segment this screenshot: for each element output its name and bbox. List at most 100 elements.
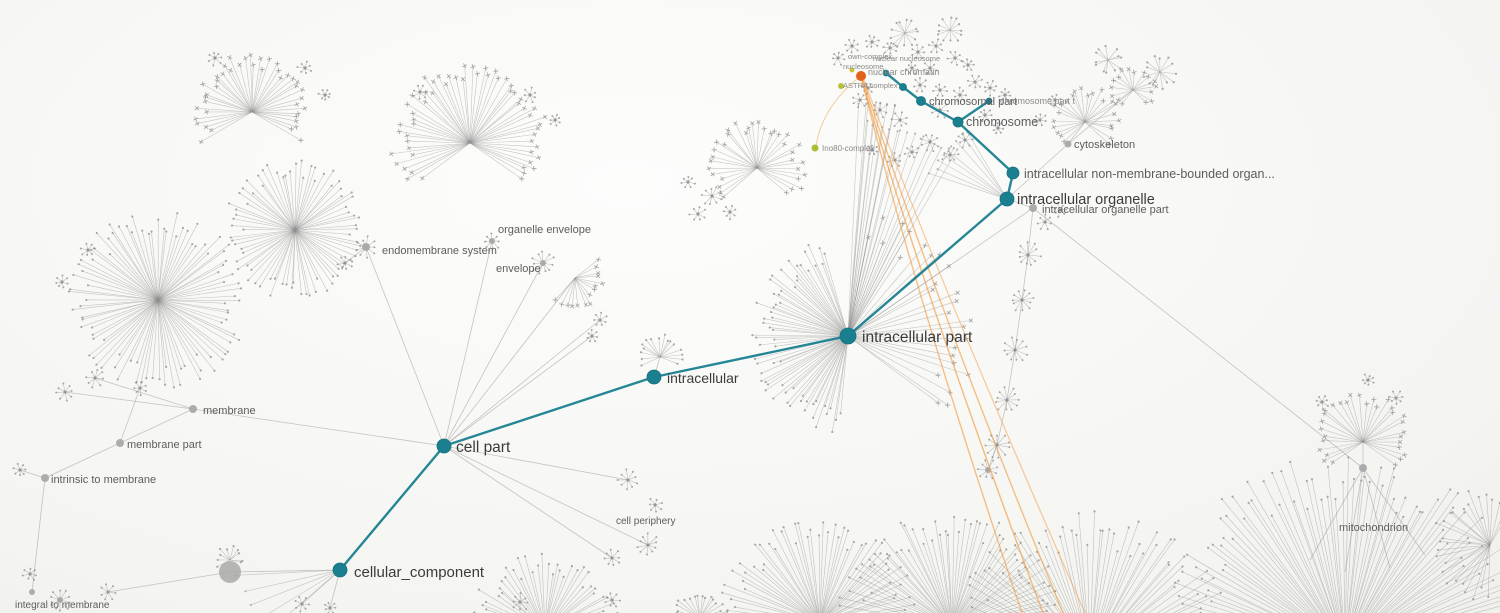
- graph-label-membrane-part[interactable]: membrane part: [127, 439, 202, 451]
- term-cluster: [1003, 336, 1029, 362]
- ino80-complex-node[interactable]: [811, 144, 819, 152]
- graph-node-gray[interactable]: [116, 439, 124, 447]
- graph-label-cellular-component[interactable]: cellular_component: [354, 564, 485, 581]
- fan-cluster: [639, 333, 684, 367]
- graph-label-astra-complex[interactable]: ASTRA complex: [843, 81, 898, 90]
- graph-node-ico[interactable]: [999, 191, 1015, 207]
- term-cluster: [1034, 113, 1047, 127]
- graph-label-cytoskeleton[interactable]: cytoskeleton: [1074, 139, 1135, 151]
- term-cluster: [722, 204, 737, 221]
- graph-label-integral-to-membrane[interactable]: integral to membrane: [15, 600, 110, 611]
- term-cluster: [890, 111, 908, 127]
- term-cluster: [831, 51, 846, 66]
- graph-label-organelle-envelope[interactable]: organelle envelope: [498, 224, 591, 236]
- graph-label-endomembrane-system[interactable]: endomembrane system: [382, 245, 497, 257]
- term-cluster: [100, 583, 117, 601]
- graph-label-chromosome-part-t[interactable]: chromosome part t: [1000, 96, 1076, 106]
- term-cluster: [549, 113, 561, 127]
- graph-node-chrp2[interactable]: [985, 97, 993, 105]
- astra-complex-node[interactable]: [838, 83, 844, 89]
- graph-label-mitochondrion[interactable]: mitochondrion: [1339, 522, 1408, 534]
- graph-label-cell-part[interactable]: cell part: [456, 439, 511, 456]
- graph-node-ic[interactable]: [646, 369, 662, 385]
- graph-label-chromosome[interactable]: chromosome: [966, 115, 1038, 129]
- graph-node-n1[interactable]: [899, 83, 907, 91]
- graph-node-icnmb[interactable]: [1006, 166, 1020, 180]
- graph-node-chrp[interactable]: [916, 96, 926, 106]
- graph-label-envelope[interactable]: envelope: [496, 263, 541, 275]
- graph-node-gray[interactable]: [540, 260, 546, 266]
- fan-cluster: [1435, 490, 1500, 601]
- term-cluster: [593, 311, 608, 326]
- graph-node-gray[interactable]: [29, 589, 35, 595]
- graph-node-cc[interactable]: [332, 562, 348, 578]
- graph-node-gray[interactable]: [362, 243, 370, 251]
- graph-node-gray[interactable]: [41, 474, 49, 482]
- fan-cluster: [1108, 66, 1159, 107]
- term-cluster: [207, 51, 223, 67]
- graph-label-intracellular-non-membrane-bounded-organ[interactable]: intracellular non-membrane-bounded organ…: [1024, 167, 1275, 181]
- term-cluster: [927, 38, 944, 54]
- graph-label-ino80-complex[interactable]: Ino80-complex: [822, 144, 874, 153]
- graph-node-icp[interactable]: [839, 327, 857, 345]
- graph-label-cell-periphery[interactable]: cell periphery: [616, 516, 675, 527]
- term-cluster: [604, 592, 622, 608]
- graph-label-membrane[interactable]: membrane: [203, 405, 256, 417]
- graph-node-gray[interactable]: [189, 405, 197, 413]
- background-fans-layer: [67, 16, 1500, 613]
- graph-node-n2[interactable]: [882, 69, 890, 77]
- graph-node-gray[interactable]: [1064, 140, 1072, 148]
- graph-label-intracellular[interactable]: intracellular: [667, 370, 739, 386]
- nucleosome-node-orange[interactable]: [856, 71, 866, 81]
- small-yellow-node[interactable]: [849, 67, 855, 73]
- term-cluster: [586, 328, 599, 343]
- term-cluster: [984, 434, 1011, 459]
- path-edge-icnmb-chr: [957, 121, 1014, 174]
- graph-label-nuclear-nucleosome[interactable]: nuclear nucleosome: [873, 54, 940, 63]
- term-cluster: [882, 42, 898, 55]
- graph-label-intracellular-organelle[interactable]: intracellular organelle: [1017, 192, 1155, 208]
- orange-edges-layer: [815, 78, 1086, 613]
- fan-cluster: [1173, 456, 1500, 613]
- graph-label-nuclear-chromatin[interactable]: nuclear chromatin: [868, 67, 940, 77]
- path-edge-ic-icp: [653, 334, 849, 379]
- graph-node-gray[interactable]: [1029, 204, 1037, 212]
- graph-label-nucleosome[interactable]: nucleosome: [843, 62, 883, 71]
- highlight-path-edges-layer: [339, 72, 1015, 571]
- graph-node-cp[interactable]: [436, 438, 452, 454]
- term-cluster: [55, 382, 73, 402]
- term-cluster: [998, 87, 1012, 102]
- graph-label-own-complex[interactable]: own-complex: [848, 52, 892, 61]
- fan-cluster: [751, 243, 849, 434]
- term-cluster: [1048, 93, 1062, 106]
- path-edge-chr-chrp: [920, 99, 959, 124]
- graph-label-chromosomal-part[interactable]: chromosomal part: [929, 96, 1017, 108]
- fan-cluster: [67, 212, 243, 389]
- collapsed-node-disc[interactable]: [219, 561, 241, 583]
- term-cluster: [1388, 390, 1404, 405]
- graph-node-chr[interactable]: [952, 116, 964, 128]
- fan-cluster: [473, 552, 619, 613]
- fan-cluster: [388, 63, 548, 182]
- term-cluster: [336, 255, 353, 270]
- orange-relation-edge: [862, 79, 1064, 613]
- graph-label-intracellular-part[interactable]: intracellular part: [862, 329, 973, 346]
- path-edge-chr-chrp2: [957, 100, 990, 123]
- special-nodes-layer: [811, 67, 866, 152]
- graph-node-gray[interactable]: [1359, 464, 1367, 472]
- term-cluster: [911, 43, 926, 60]
- orange-relation-edge: [861, 79, 1023, 613]
- fan-cluster: [706, 119, 808, 200]
- graph-label-intracellular-organelle-part[interactable]: intracellular organelle part: [1042, 204, 1169, 216]
- term-cluster: [1315, 395, 1329, 411]
- term-cluster: [55, 274, 69, 289]
- graph-node-gray[interactable]: [57, 597, 63, 603]
- graph-node-gray[interactable]: [489, 238, 495, 244]
- path-edge-cp-ic: [443, 375, 655, 448]
- term-cluster: [932, 83, 948, 97]
- graph-label-intrinsic-to-membrane[interactable]: intrinsic to membrane: [51, 474, 156, 486]
- term-cluster: [700, 186, 723, 206]
- term-cluster: [1036, 213, 1052, 231]
